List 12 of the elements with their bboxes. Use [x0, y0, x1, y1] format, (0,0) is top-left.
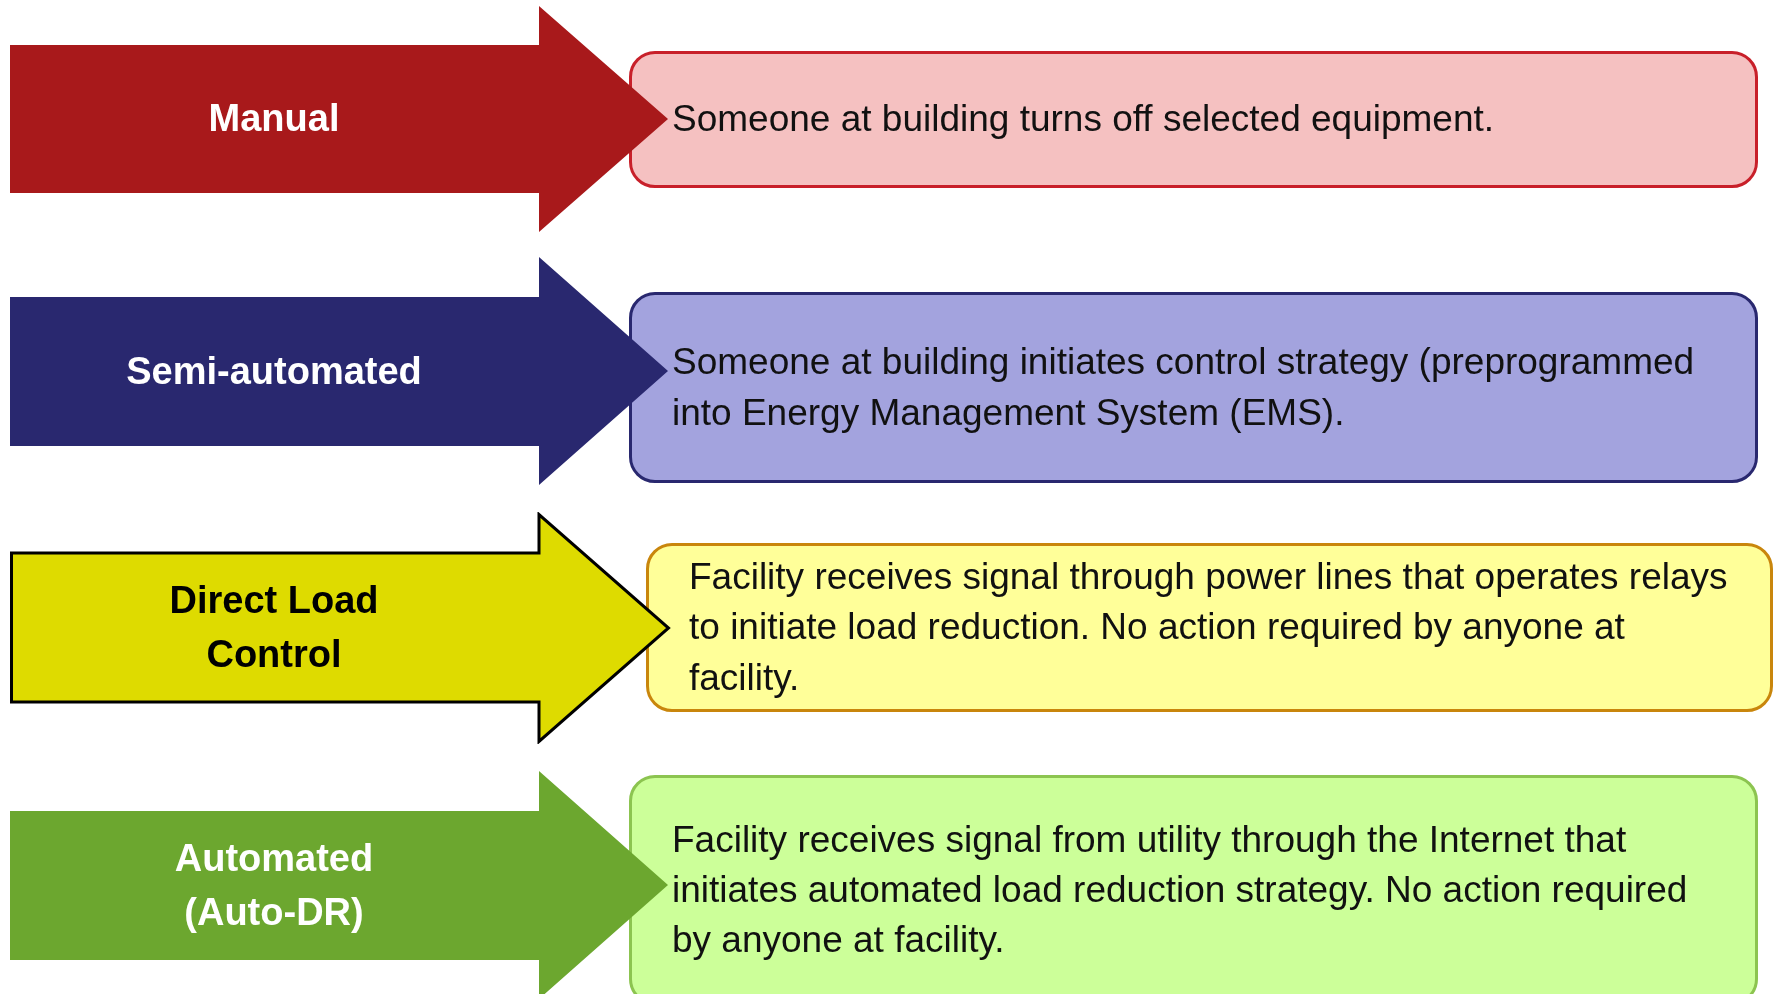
category-label: Automated (Auto-DR): [173, 836, 375, 935]
description-box: [629, 775, 1758, 994]
category-label: Direct Load Control: [168, 578, 380, 677]
description-text: Facility receives signal through power lines that operates relays to initiate load reduction. No action required by anyone at facility.: [689, 555, 1729, 700]
description-box: [629, 292, 1758, 483]
description-box: [629, 51, 1758, 188]
description-box: [646, 543, 1773, 712]
description-text: Someone at building turns off selected equipment.: [672, 97, 1495, 142]
category-label: Manual: [208, 96, 340, 142]
description-text: Facility receives signal from utility through the Internet that initiates automated load reduction strategy. No action required by anyone at facility.: [672, 817, 1689, 963]
description-text: Someone at building initiates control strategy (preprogrammed into Energy Management System (EMS).: [672, 340, 1696, 435]
category-label: Semi-automated: [126, 348, 422, 394]
